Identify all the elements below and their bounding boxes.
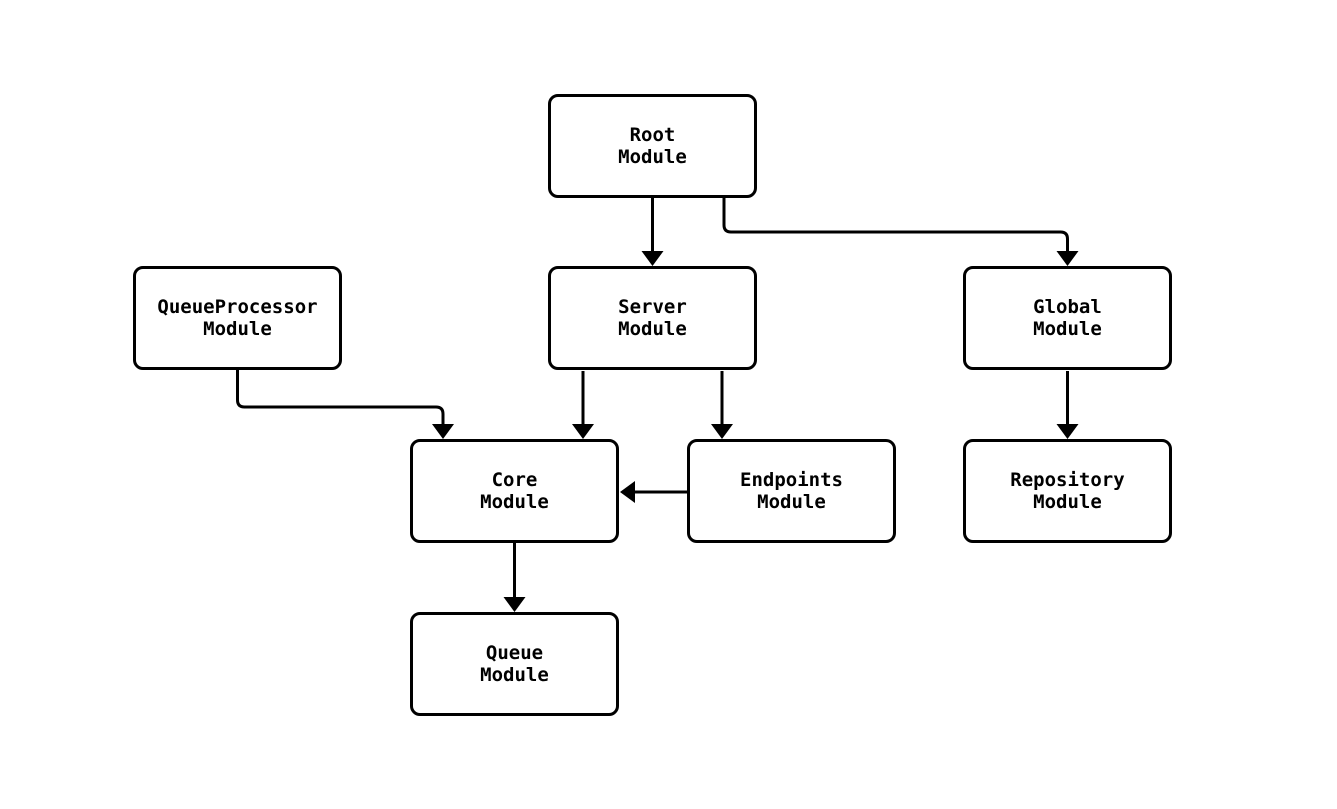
- edge-root-to-server: [641, 198, 664, 266]
- node-queue-module: Queue Module: [410, 612, 619, 716]
- edge-global-to-repository: [1056, 371, 1079, 439]
- node-queue-module-label-line2: Module: [480, 664, 549, 686]
- node-root-module: Root Module: [548, 94, 757, 198]
- edge-server-to-core: [572, 371, 594, 439]
- node-server-module: Server Module: [548, 266, 757, 370]
- node-core-module-label-line1: Core: [491, 469, 538, 491]
- edge-queueprocessor-to-core: [236, 370, 454, 439]
- node-global-module: Global Module: [963, 266, 1172, 370]
- node-endpoints-module: Endpoints Module: [687, 439, 896, 543]
- edge-root-to-global: [722, 198, 1079, 266]
- edge-global-to-repository-arrowhead: [1056, 424, 1079, 439]
- edge-queueprocessor-to-core-line: [236, 370, 445, 425]
- node-root-module-label-line1: Root: [629, 124, 676, 146]
- node-endpoints-module-label-line2: Module: [757, 491, 826, 513]
- edge-root-to-global-line: [722, 198, 1069, 252]
- edge-server-to-endpoints-arrowhead: [711, 424, 733, 439]
- edge-root-to-server-arrowhead: [641, 251, 664, 266]
- edge-core-to-queue: [503, 543, 526, 612]
- node-server-module-label-line1: Server: [618, 296, 687, 318]
- node-queue-module-label-line1: Queue: [485, 642, 544, 664]
- edge-queueprocessor-to-core-arrowhead: [432, 424, 454, 439]
- node-core-module-label-line2: Module: [480, 491, 549, 513]
- node-queueprocessor-module: QueueProcessor Module: [133, 266, 342, 370]
- edge-endpoints-to-core: [620, 481, 687, 503]
- node-root-module-label-line2: Module: [618, 146, 687, 168]
- edge-server-to-endpoints: [711, 371, 733, 439]
- edge-core-to-queue-arrowhead: [503, 597, 526, 612]
- node-queueprocessor-module-label-line2: Module: [203, 318, 272, 340]
- node-server-module-label-line2: Module: [618, 318, 687, 340]
- node-repository-module-label-line2: Module: [1033, 491, 1102, 513]
- edge-root-to-global-arrowhead: [1056, 251, 1079, 266]
- edge-endpoints-to-core-arrowhead: [620, 481, 635, 503]
- node-core-module: Core Module: [410, 439, 619, 543]
- node-repository-module: Repository Module: [963, 439, 1172, 543]
- node-global-module-label-line1: Global: [1033, 296, 1102, 318]
- edge-server-to-core-arrowhead: [572, 424, 594, 439]
- node-endpoints-module-label-line1: Endpoints: [740, 469, 843, 491]
- node-queueprocessor-module-label-line1: QueueProcessor: [157, 296, 318, 318]
- node-repository-module-label-line1: Repository: [1010, 469, 1125, 491]
- node-global-module-label-line2: Module: [1033, 318, 1102, 340]
